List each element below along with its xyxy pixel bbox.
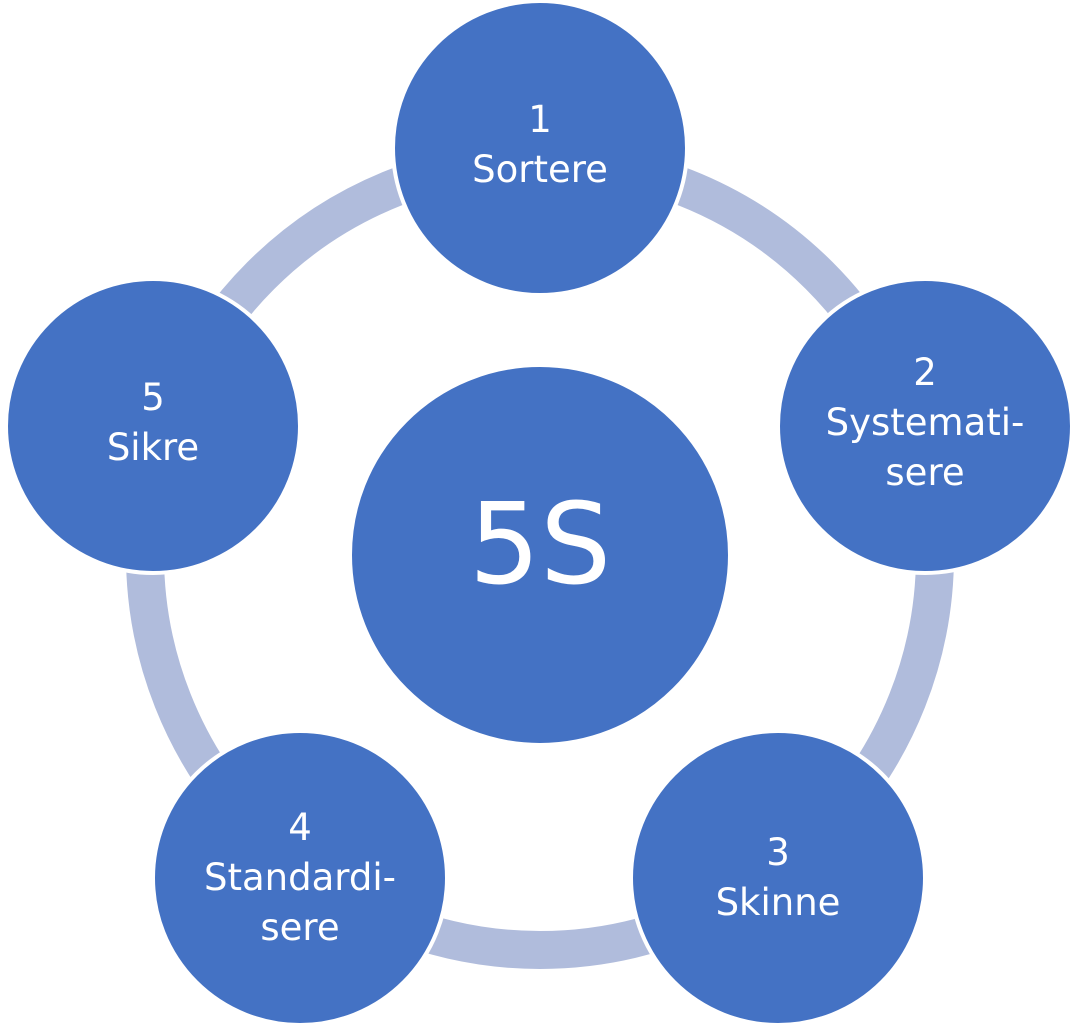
step-name: Skinne	[715, 881, 841, 924]
step-name: sere	[260, 906, 340, 949]
step-name: Systemati-	[825, 401, 1025, 444]
step-label-2: 2 Systemati- sere	[826, 348, 1025, 498]
step-label-3: 3 Skinne	[716, 828, 841, 928]
step-name: Sikre	[106, 426, 200, 469]
step-node-1	[391, 0, 689, 297]
step-name: Standardi-	[204, 856, 396, 899]
step-name: sere	[885, 451, 965, 494]
step-label-4: 4 Standardi- sere	[204, 803, 396, 953]
step-number: 2	[913, 351, 937, 394]
step-label-5: 5 Sikre	[107, 373, 199, 473]
step-node-4	[151, 729, 449, 1027]
step-node-5	[4, 277, 302, 575]
step-number: 3	[766, 831, 790, 874]
step-label-1: 1 Sortere	[472, 95, 608, 195]
center-label: 5S	[468, 480, 612, 610]
step-node-2	[776, 277, 1074, 575]
step-number: 1	[528, 98, 552, 141]
step-node-3	[629, 729, 927, 1027]
step-number: 4	[288, 806, 312, 849]
step-number: 5	[141, 376, 165, 419]
step-name: Sortere	[472, 148, 608, 191]
center-node	[348, 363, 732, 747]
